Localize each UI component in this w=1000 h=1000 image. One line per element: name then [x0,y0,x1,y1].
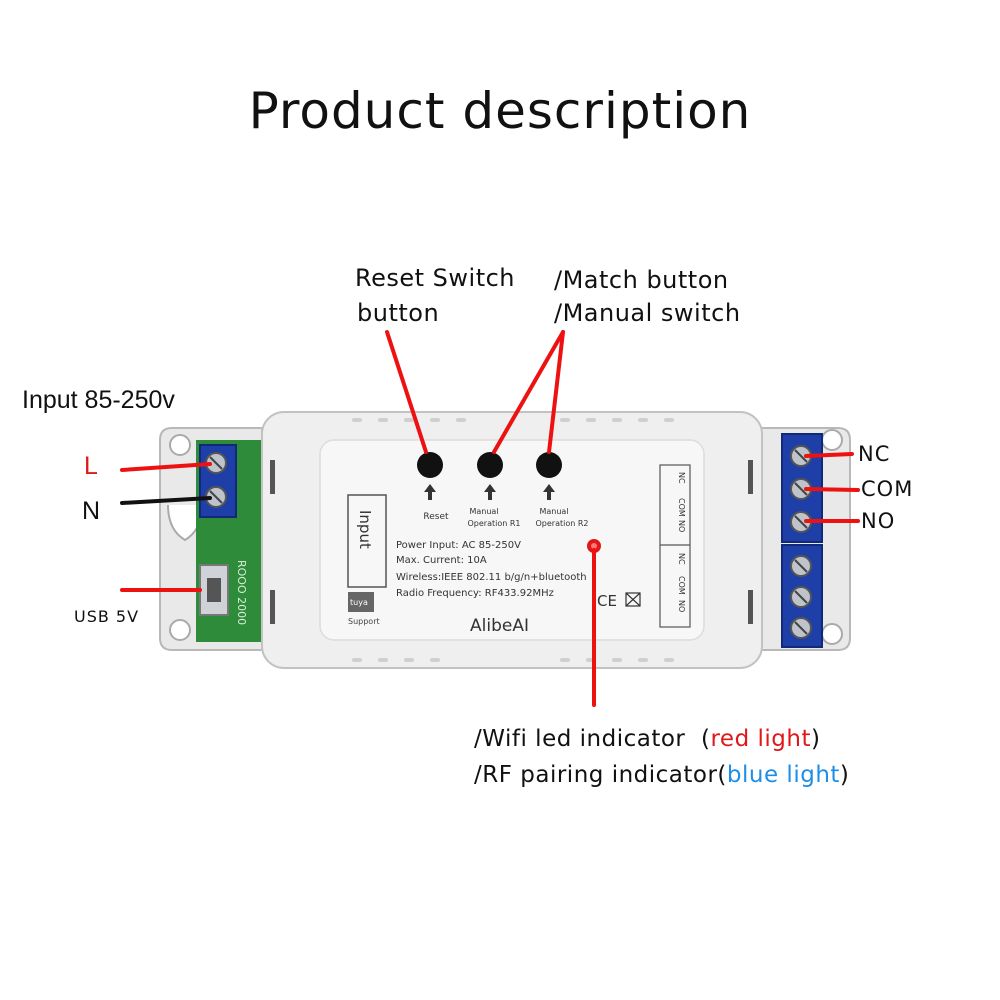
input-voltage-label: Input 85-250v [22,386,175,414]
svg-text:NC: NC [677,553,686,565]
no-label: NO [861,509,896,533]
svg-text:tuya: tuya [350,598,368,607]
manual-r1-button[interactable]: Manual Operation R1 [467,452,521,528]
pointer-lines [120,330,860,707]
spec-radio: Radio Frequency: RF433.92MHz [396,588,554,599]
pointer-match-r1 [492,330,565,454]
live-label: L [84,452,98,480]
svg-text:COM: COM [677,576,686,595]
input-label-box: Input [347,494,387,588]
tuya-logo: tuya Support [348,592,380,626]
manual-r2-label-b: Operation R2 [535,519,588,528]
pointer-n [120,496,212,505]
svg-text:NO: NO [677,520,686,532]
rf-indicator-close: ) [839,762,850,788]
match-label-line1: /Match button [554,266,729,294]
wifi-indicator-label: /Wifi led indicator (red light) [474,726,820,752]
manual-r2-label-a: Manual [539,507,568,516]
manual-r1-label-a: Manual [469,507,498,516]
spec-current: Max. Current: 10A [396,555,487,566]
reset-button-label: Reset [423,512,449,522]
support-text: Support [348,617,380,626]
svg-text:NO: NO [677,600,686,612]
rf-indicator-text: /RF pairing indicator( [474,762,727,788]
match-label-line2: /Manual switch [554,299,741,327]
reset-label-line2: button [357,299,440,327]
manual-r1-label-b: Operation R1 [467,519,520,528]
brand-name: AlibeAI [470,616,529,636]
pointer-com [804,487,860,492]
pointer-nc [804,452,854,458]
right-terminal-block-r2 [781,544,823,648]
nc-label: NC [858,442,891,466]
pointer-match-r2 [547,330,565,454]
manual-r2-button[interactable]: Manual Operation R2 [535,452,589,528]
pcb-text: ROOO 2000 [235,560,248,625]
usb-port [199,564,229,616]
rf-indicator-color: blue light [726,762,840,788]
pointer-l [120,462,212,472]
neutral-label: N [82,497,101,525]
relay-marking-box: NC COM NO NC COM NO [659,464,691,628]
usb-label: USB 5V [74,607,140,626]
left-terminal-block [199,444,237,518]
reset-button[interactable]: Reset [417,452,449,522]
rf-indicator-label: /RF pairing indicator(blue light) [474,762,849,788]
com-label: COM [861,477,914,501]
spec-block: Power Input: AC 85-250V Max. Current: 10… [396,540,587,599]
spec-power: Power Input: AC 85-250V [396,540,521,551]
page-title: Product description [248,82,752,140]
pointer-reset [385,330,428,454]
reset-label-line1: Reset Switch [355,264,516,292]
svg-text:CE: CE [597,592,617,610]
wifi-indicator-close: ) [810,726,821,752]
wifi-led [587,539,601,553]
wifi-indicator-text: /Wifi led indicator ( [474,726,711,752]
svg-text:COM: COM [677,498,686,517]
ce-mark: CE [597,592,641,610]
wifi-indicator-color: red light [710,726,811,752]
spec-wireless: Wireless:IEEE 802.11 b/g/n+bluetooth [396,572,587,583]
svg-text:NC: NC [677,472,686,484]
svg-text:Input: Input [356,510,374,549]
